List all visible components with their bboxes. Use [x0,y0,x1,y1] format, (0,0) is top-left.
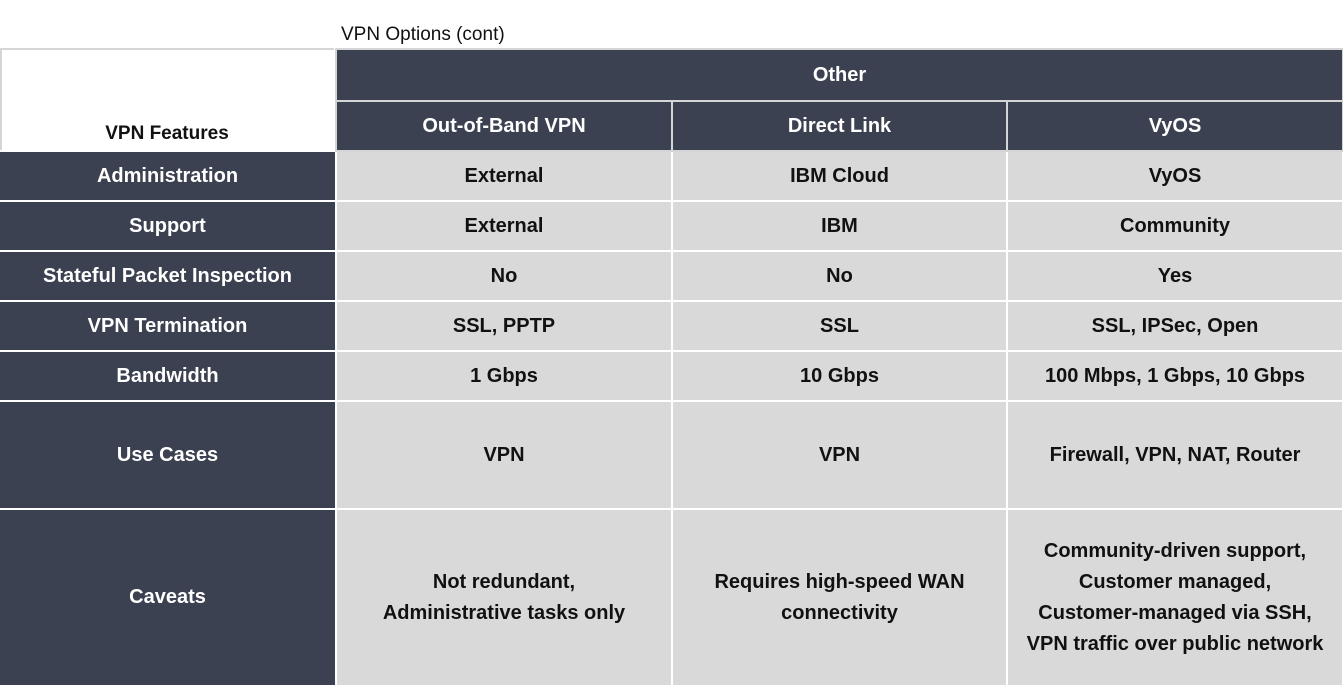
cell-line: Customer managed, [1078,570,1272,593]
table-cell: Requires high-speed WAN connectivity [671,508,1008,685]
table-row-use-cases: Use Cases VPN VPN Firewall, VPN, NAT, Ro… [0,400,1343,510]
cell-line: connectivity [781,601,898,624]
table-caption: VPN Options (cont) [341,24,505,45]
table-cell: External [335,200,673,252]
table-cell: Community [1005,200,1343,252]
vpn-comparison-table: Other Out-of-Band VPN Direct Link VyOS A… [0,48,1343,685]
feature-label: Use Cases [0,400,336,510]
table-row-administration: Administration External IBM Cloud VyOS [0,150,1343,202]
table-cell: VPN [671,400,1008,510]
cell-line: Not redundant, [432,570,576,593]
table-cell: External [335,150,673,202]
group-header-other: Other [334,48,1343,102]
table-cell: No [671,250,1008,302]
column-header-direct-link: Direct Link [671,100,1008,152]
table-cell: 10 Gbps [671,350,1008,402]
group-header-row: Other [0,48,1343,102]
table-cell: SSL, IPSec, Open [1005,300,1343,352]
table-cell: Firewall, VPN, NAT, Router [1005,400,1343,510]
table-row-support: Support External IBM Community [0,200,1343,252]
table-row-stateful-packet-inspection: Stateful Packet Inspection No No Yes [0,250,1343,302]
table-row-bandwidth: Bandwidth 1 Gbps 10 Gbps 100 Mbps, 1 Gbp… [0,350,1343,402]
table-cell: SSL [671,300,1008,352]
cell-line: Administrative tasks only [382,601,626,624]
table-cell: IBM Cloud [671,150,1008,202]
feature-label: VPN Termination [0,300,336,352]
cell-line: Customer-managed via SSH, [1038,601,1312,624]
feature-label: Administration [0,150,336,202]
cell-line: VPN traffic over public network [1026,632,1324,655]
table-cell: Community-driven support, Customer manag… [1005,508,1343,685]
table-row-vpn-termination: VPN Termination SSL, PPTP SSL SSL, IPSec… [0,300,1343,352]
table-cell: VyOS [1005,150,1343,202]
feature-label: Bandwidth [0,350,336,402]
table-row-caveats: Caveats Not redundant, Administrative ta… [0,508,1343,685]
table-cell: 100 Mbps, 1 Gbps, 10 Gbps [1005,350,1343,402]
corner-label: VPN Features [105,123,229,144]
column-header-row: Out-of-Band VPN Direct Link VyOS [0,100,1343,152]
table-cell: SSL, PPTP [335,300,673,352]
table-cell: 1 Gbps [335,350,673,402]
table-cell: Not redundant, Administrative tasks only [335,508,673,685]
feature-label: Caveats [0,508,336,685]
table-cell: Yes [1005,250,1343,302]
feature-label: Stateful Packet Inspection [0,250,336,302]
cell-line: Requires high-speed WAN [714,570,965,593]
column-header-out-of-band-vpn: Out-of-Band VPN [335,100,673,152]
feature-label: Support [0,200,336,252]
table-cell: No [335,250,673,302]
table-cell: VPN [335,400,673,510]
column-header-vyos: VyOS [1005,100,1343,152]
cell-line: Community-driven support, [1043,539,1307,562]
table-cell: IBM [671,200,1008,252]
corner-header-cell [0,48,334,150]
